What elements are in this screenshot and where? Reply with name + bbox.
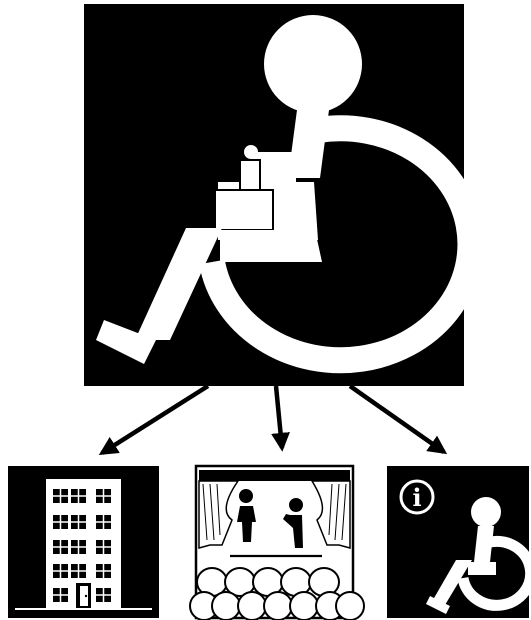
connector-arrows xyxy=(102,386,444,453)
main-wheelchair-panel xyxy=(84,4,470,386)
audience-head xyxy=(238,592,266,620)
audience-head xyxy=(336,592,364,620)
arrow-to-theater xyxy=(276,386,282,448)
building-panel xyxy=(8,466,159,618)
info-panel: i xyxy=(387,466,531,618)
theater-panel xyxy=(190,466,364,620)
audience-head xyxy=(212,592,240,620)
audience-head xyxy=(290,592,318,620)
arrow-to-info xyxy=(350,386,444,452)
audience-head xyxy=(264,592,292,620)
info-letter: i xyxy=(412,483,421,512)
arrow-to-building xyxy=(102,386,208,453)
